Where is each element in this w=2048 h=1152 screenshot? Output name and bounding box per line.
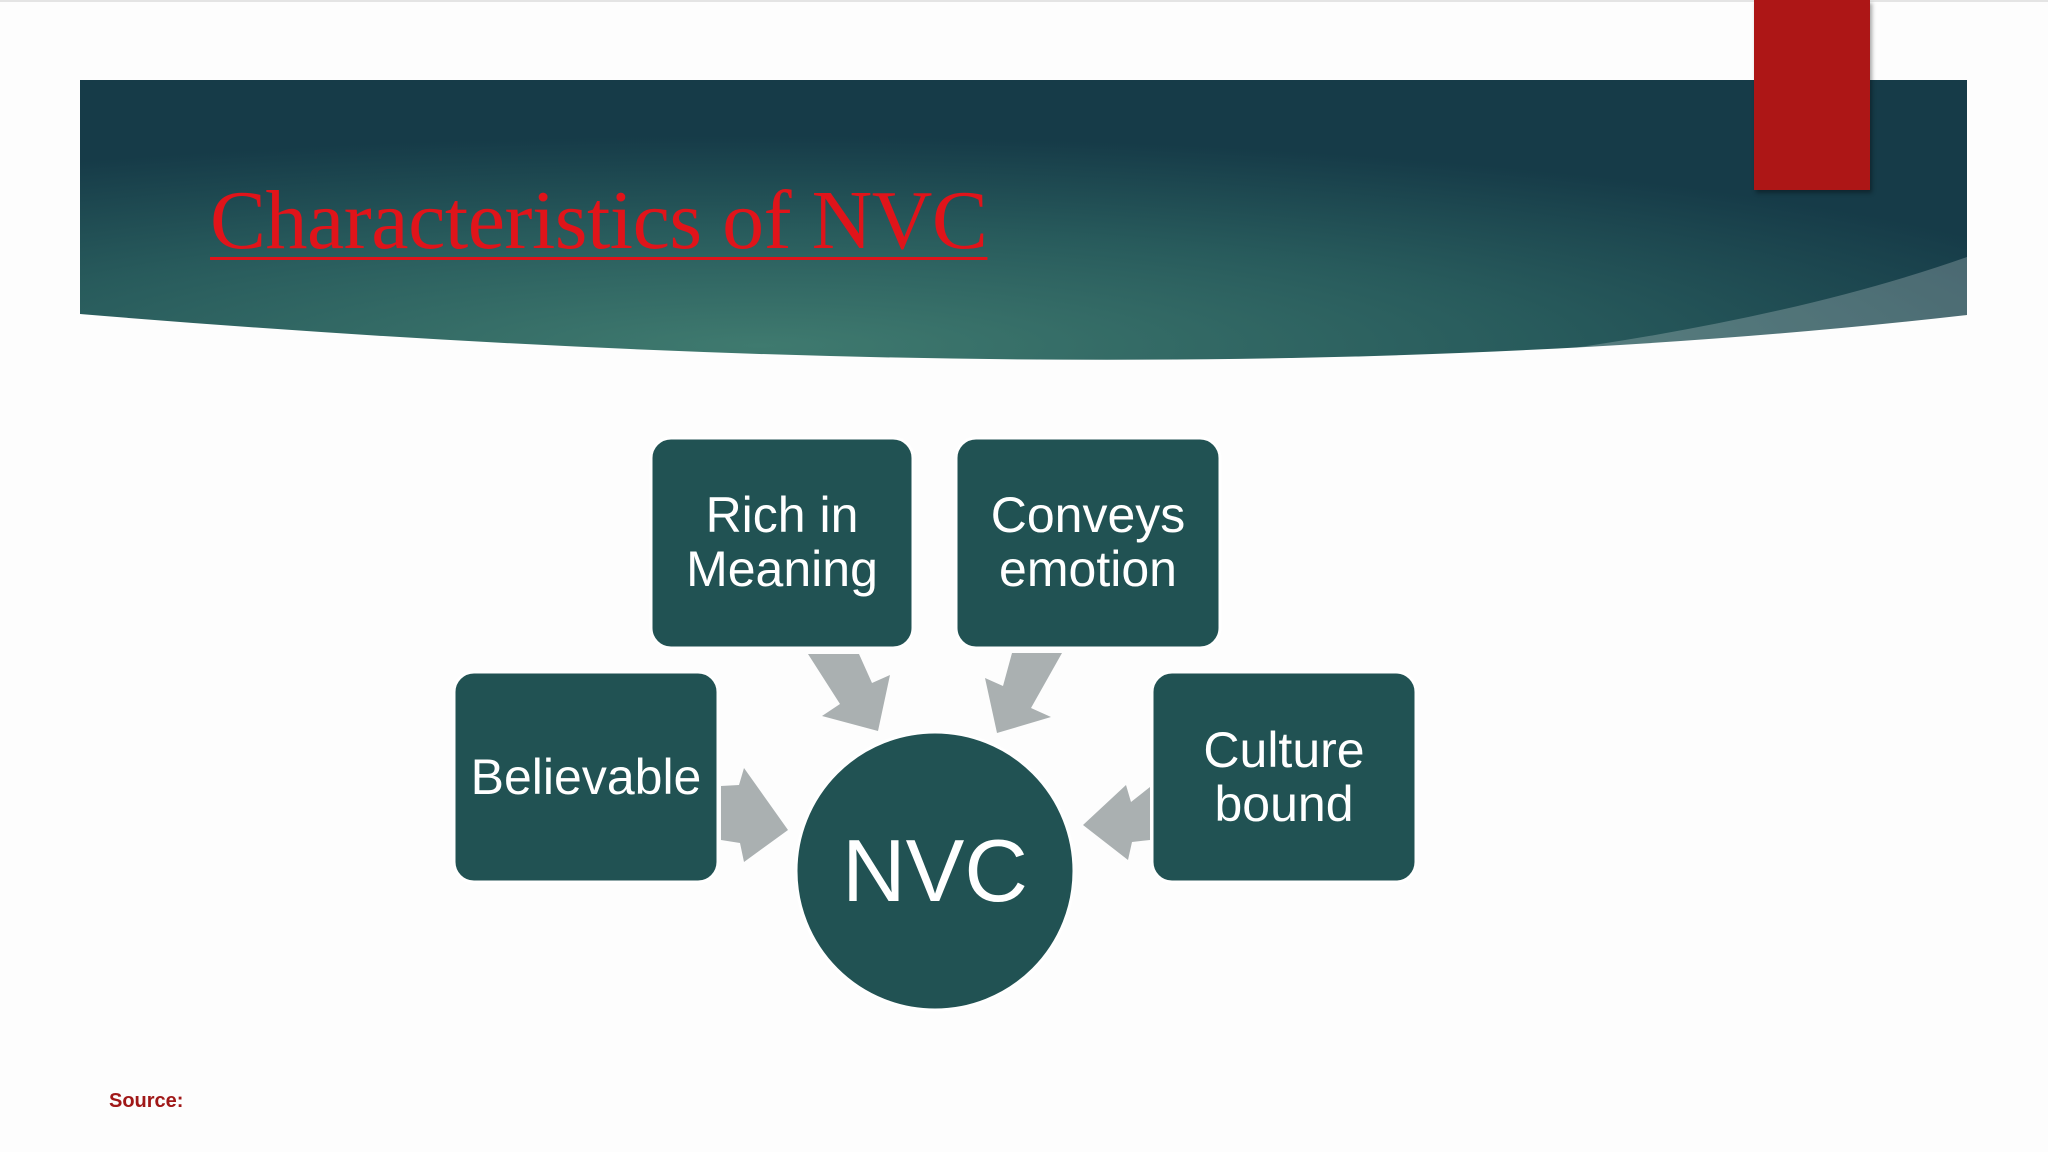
arrow-believable xyxy=(721,768,788,862)
node-conveys-emotion xyxy=(954,436,1222,650)
arrow-culture-bound xyxy=(1083,785,1150,860)
title-banner xyxy=(80,80,1967,365)
banner-swoosh xyxy=(1440,257,1967,365)
slide-title: Characteristics of NVC xyxy=(210,174,988,267)
arrow-conveys-emotion xyxy=(985,653,1062,733)
arrow-rich-in-meaning xyxy=(808,654,890,731)
node-culture-bound xyxy=(1150,670,1418,884)
banner-shape xyxy=(80,80,1967,360)
red-accent-tab xyxy=(1754,0,1870,190)
node-believable xyxy=(452,670,720,884)
source-label: Source: xyxy=(109,1090,184,1112)
node-rich-in-meaning xyxy=(649,436,915,650)
node-center-nvc xyxy=(794,730,1076,1012)
top-divider xyxy=(0,0,2048,2)
